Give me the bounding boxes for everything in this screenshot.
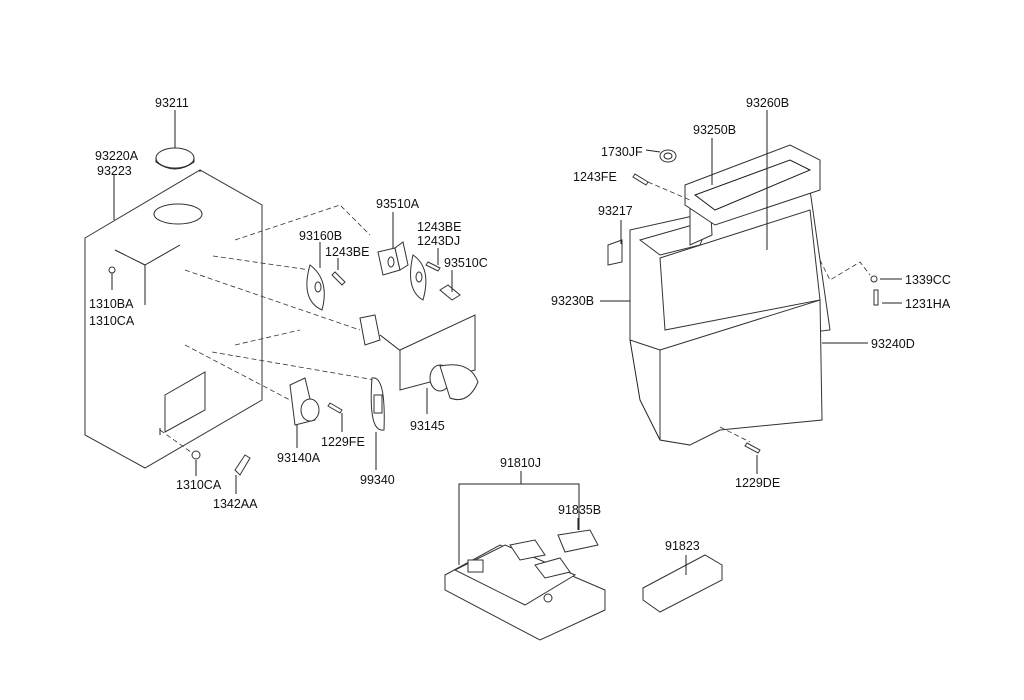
nut-1310CA	[191, 450, 201, 460]
label-91810J: 91810J	[500, 456, 541, 470]
label-91835B: 91835B	[558, 503, 601, 517]
plate-99340	[370, 377, 385, 431]
screw-1229DE	[744, 442, 761, 454]
label-1243FE: 1243FE	[573, 170, 617, 184]
label-93160B: 93160B	[299, 229, 342, 243]
console-93230B	[629, 189, 831, 446]
screw-1243FE	[632, 173, 649, 186]
label-1229DE: 1229DE	[735, 476, 780, 490]
label-1243BE-b: 1243BE	[417, 220, 461, 234]
label-1342AA: 1342AA	[213, 497, 258, 511]
label-1310CA: 1310CA	[89, 314, 135, 328]
cap-93211	[155, 147, 195, 170]
lamp-93140A	[289, 377, 320, 426]
screw-1243BE-b	[425, 261, 441, 272]
label-93240D: 93240D	[871, 337, 915, 351]
label-93230B: 93230B	[551, 294, 594, 308]
grommet-1730JF	[659, 149, 677, 163]
leader-lines	[111, 110, 902, 575]
label-93145: 93145	[410, 419, 445, 433]
bracket-93510A	[377, 241, 409, 276]
clip-1342AA	[234, 454, 251, 476]
tray-93250B	[684, 144, 821, 226]
label-93223: 93223	[97, 164, 132, 178]
label-1243BE: 1243BE	[325, 245, 369, 259]
relay-91835B	[557, 529, 599, 553]
module-91810J	[444, 539, 606, 641]
label-93217: 93217	[598, 204, 633, 218]
screw-1229FE	[327, 402, 343, 414]
tank-housing	[84, 169, 263, 469]
label-93140A: 93140A	[277, 451, 321, 465]
bracket-93217	[607, 239, 623, 266]
label-93220A: 93220A	[95, 149, 139, 163]
label-93510A: 93510A	[376, 197, 420, 211]
switch-93145	[359, 314, 479, 401]
label-93250B: 93250B	[693, 123, 736, 137]
knob-93510C	[439, 284, 461, 301]
nut-1339CC	[870, 275, 878, 283]
label-93510C: 93510C	[444, 256, 488, 270]
label-1730JF: 1730JF	[601, 145, 643, 159]
label-1339CC: 1339CC	[905, 273, 951, 287]
label-1243DJ: 1243DJ	[417, 234, 460, 248]
label-93211: 93211	[155, 96, 189, 110]
bracket-91823	[642, 554, 723, 613]
label-99340: 99340	[360, 473, 395, 487]
label-91823: 91823	[665, 539, 700, 553]
nut-1310BA	[108, 266, 116, 274]
label-1231HA: 1231HA	[905, 297, 951, 311]
panel-93240D	[659, 299, 823, 446]
label-1310BA: 1310BA	[89, 297, 134, 311]
plate-1243DJ	[410, 254, 427, 301]
bolt-1231HA	[873, 289, 879, 306]
label-93260B: 93260B	[746, 96, 789, 110]
label-1310CA-b: 1310CA	[176, 478, 222, 492]
plate-93160B	[306, 264, 325, 311]
screw-1243BE	[331, 271, 346, 286]
label-1229FE: 1229FE	[321, 435, 365, 449]
